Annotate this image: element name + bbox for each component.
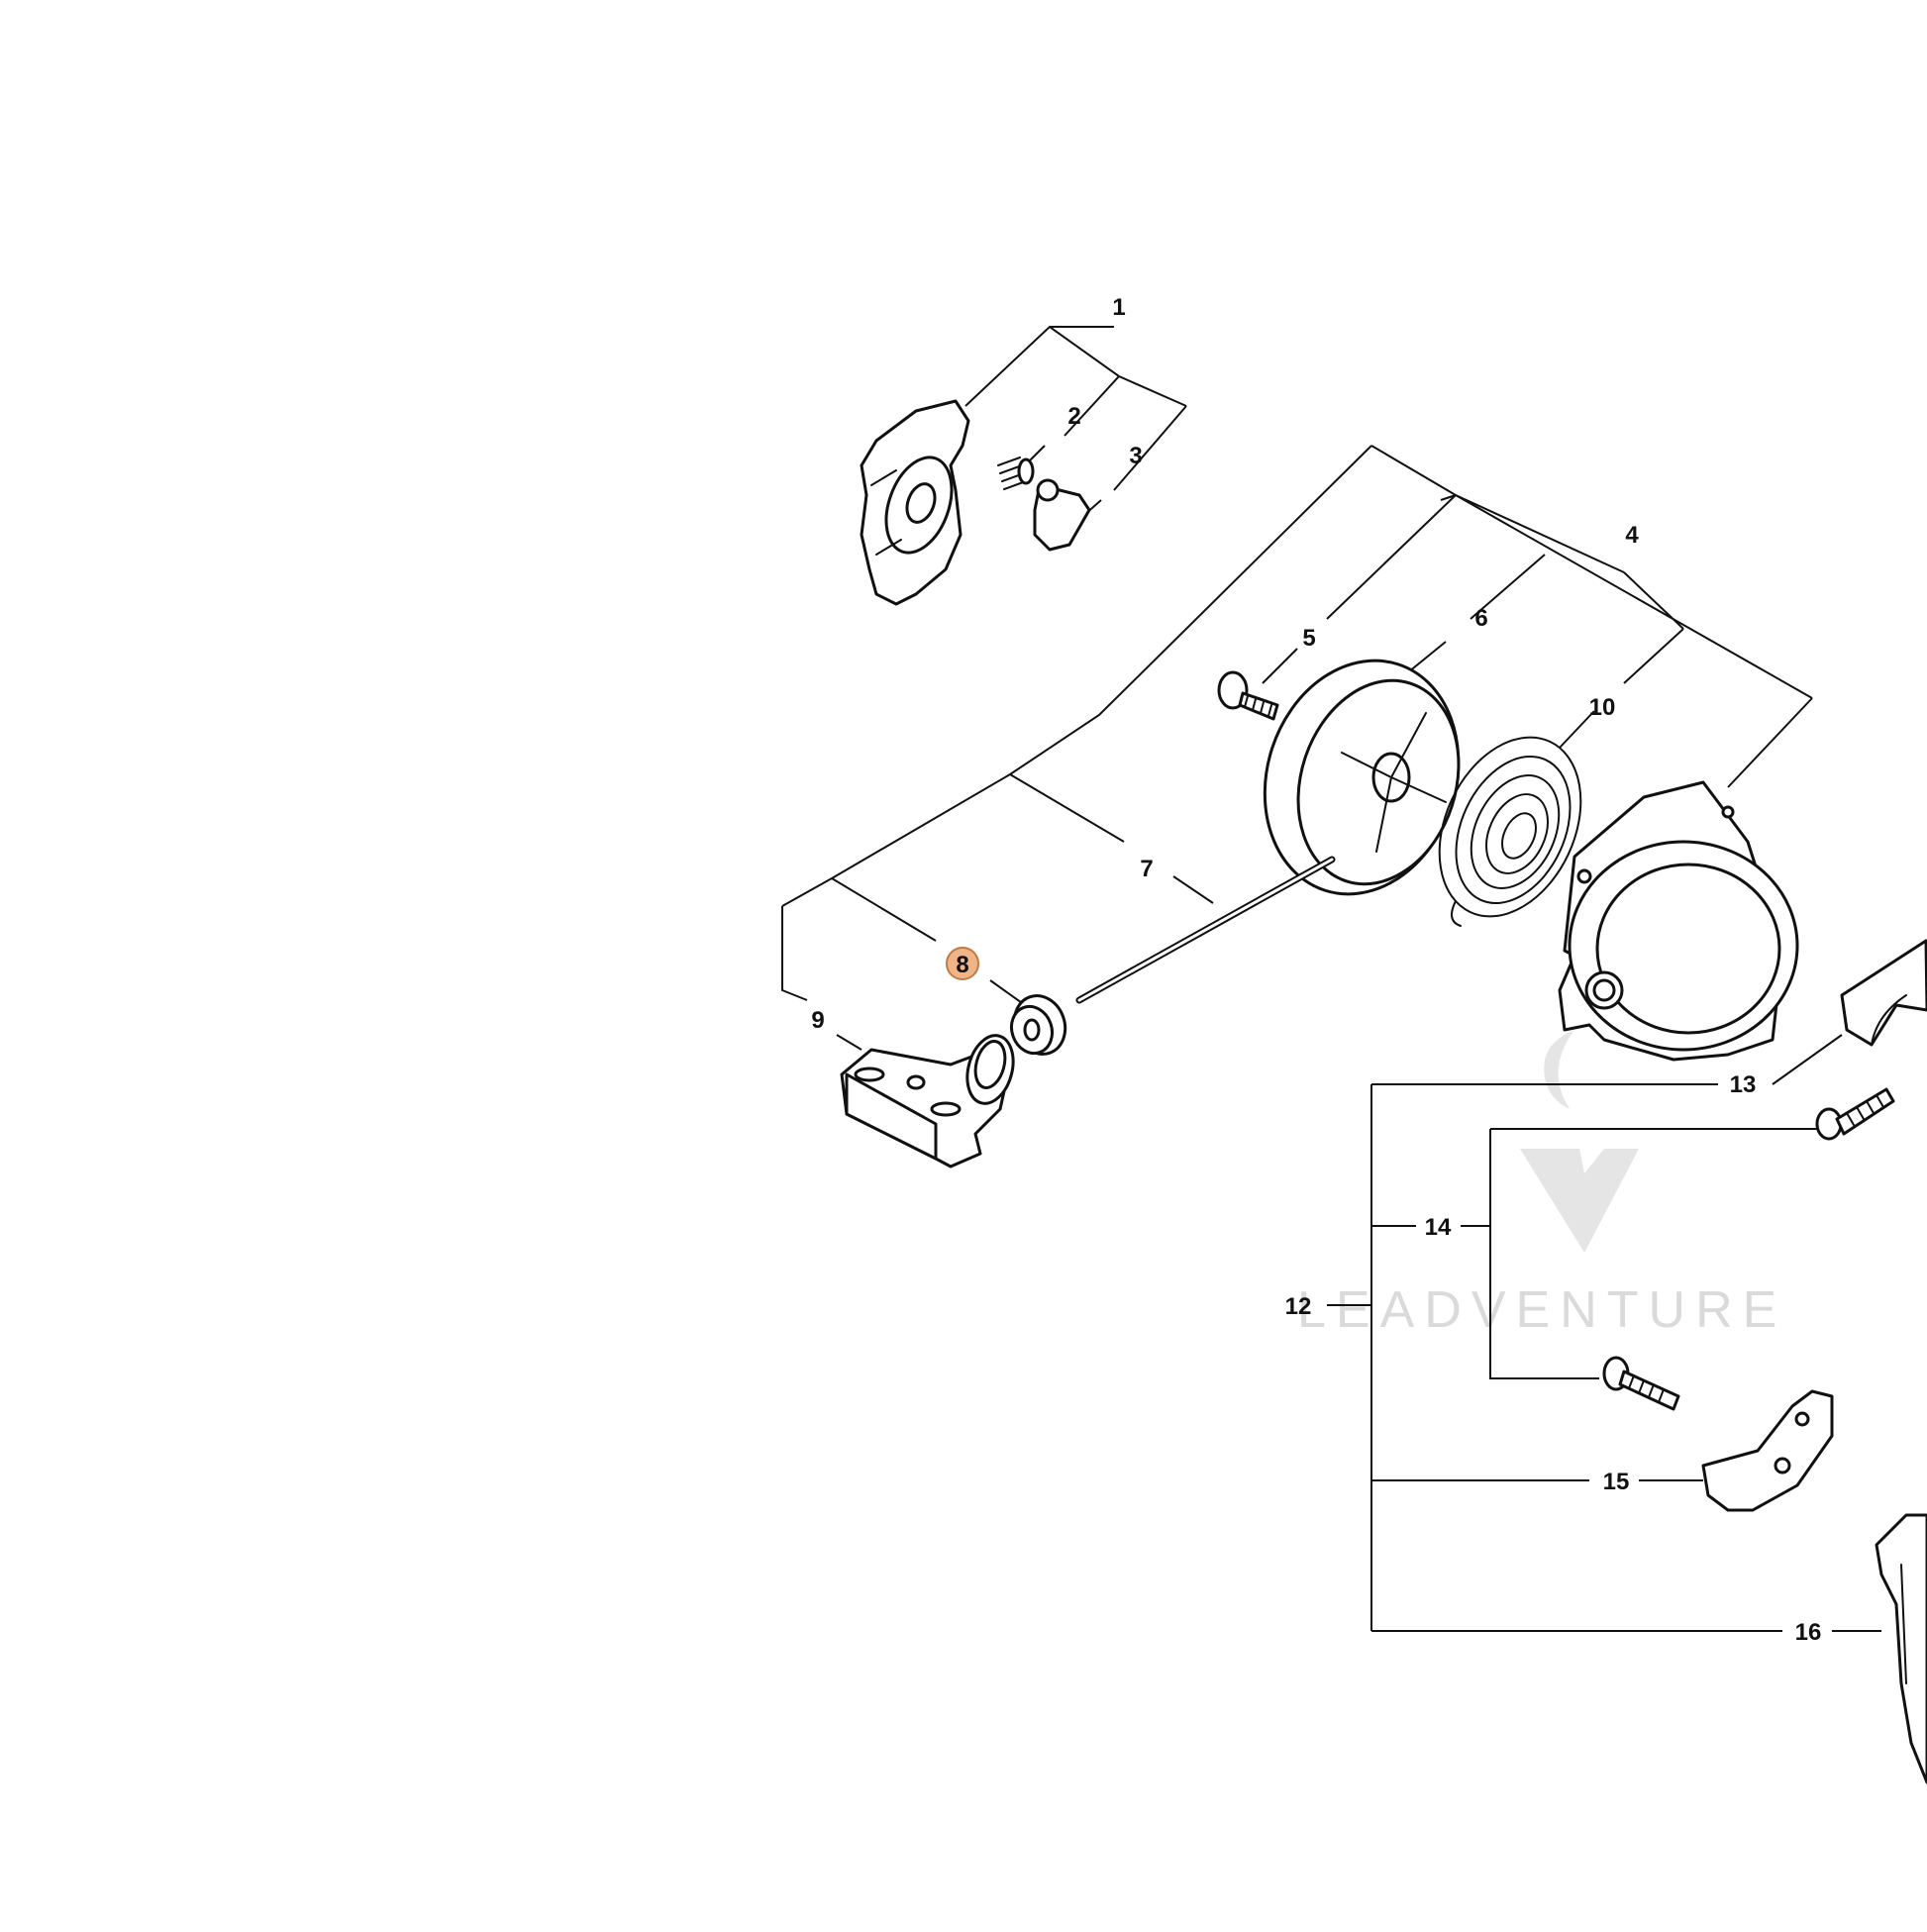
- leader-lines: [781, 325, 1881, 1632]
- callouts: 1 2 3 4 5 6 7 8 9 10 12 13 14 15 16: [811, 294, 1821, 1646]
- callout-1[interactable]: 1: [1112, 294, 1125, 321]
- callout-7[interactable]: 7: [1140, 856, 1153, 882]
- guide-bracket: [1701, 1389, 1834, 1512]
- flame-logo-icon: [1544, 1030, 1574, 1109]
- callout-8-highlight: [946, 947, 979, 980]
- callout-5[interactable]: 5: [1302, 625, 1315, 652]
- callout-12[interactable]: 12: [1285, 1293, 1312, 1320]
- starter-rope: [1075, 856, 1336, 1004]
- starter-handle: [840, 1034, 1015, 1169]
- starter-case: [1558, 780, 1799, 1062]
- pawl-spring: [997, 457, 1035, 490]
- lv-logo-icon: [1520, 1149, 1639, 1253]
- case-screw-lower: [1602, 1356, 1680, 1411]
- callout-14[interactable]: 14: [1425, 1214, 1452, 1241]
- lever-arm: [1875, 1513, 1927, 1784]
- callout-10[interactable]: 10: [1589, 694, 1616, 721]
- callout-2[interactable]: 2: [1067, 403, 1080, 430]
- starter-pulley-plate: [860, 399, 970, 606]
- callout-15[interactable]: 15: [1603, 1469, 1630, 1495]
- callout-6[interactable]: 6: [1474, 605, 1487, 632]
- rope-reel: [1263, 659, 1461, 896]
- rope-guide-grommet: [1009, 994, 1067, 1056]
- watermark: LEADVENTURE: [1297, 1030, 1786, 1339]
- callout-16[interactable]: 16: [1795, 1619, 1822, 1646]
- reel-screw: [1217, 670, 1279, 721]
- callout-13[interactable]: 13: [1730, 1071, 1757, 1098]
- cover-piece: [1840, 939, 1927, 1047]
- watermark-text: LEADVENTURE: [1297, 1281, 1786, 1339]
- pawl: [1033, 478, 1091, 552]
- callout-9[interactable]: 9: [811, 1007, 824, 1034]
- callout-4[interactable]: 4: [1625, 522, 1639, 549]
- recoil-spring: [1438, 736, 1582, 927]
- case-screw-upper: [1815, 1087, 1895, 1141]
- callout-8[interactable]: 8: [956, 952, 968, 978]
- callout-3[interactable]: 3: [1129, 443, 1142, 469]
